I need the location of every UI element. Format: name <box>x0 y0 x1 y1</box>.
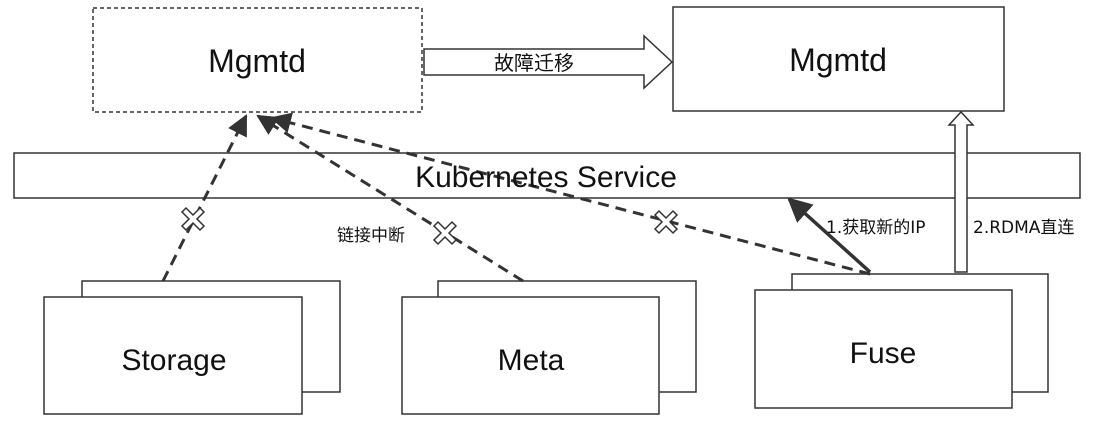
rdma-direct-arrow <box>947 110 975 273</box>
mgmtd-new-label: Mgmtd <box>789 42 887 78</box>
broken-link-cross-icon <box>653 209 679 235</box>
mgmtd-old-node: Mgmtd <box>92 7 423 113</box>
storage-broken-connection <box>161 114 248 282</box>
fuse-broken-connection <box>269 112 871 276</box>
mgmtd-old-label: Mgmtd <box>208 43 306 79</box>
fuse-node: Fuse <box>754 273 1049 409</box>
meta-broken-connection <box>256 114 524 283</box>
kubernetes-service-bar <box>13 152 1081 199</box>
kubernetes-service-label: Kubernetes Service <box>415 161 677 194</box>
connection-broken-label: 链接中断 <box>337 226 405 246</box>
broken-link-cross-icon <box>432 220 458 246</box>
storage-node: Storage <box>43 280 341 415</box>
get-new-ip-arrow <box>787 197 872 274</box>
mgmtd-new-node: Mgmtd <box>672 6 1005 112</box>
failover-arrow: 故障迁移 <box>423 34 674 90</box>
broken-link-cross-icon <box>180 206 206 232</box>
meta-node: Meta <box>401 280 697 415</box>
storage-label: Storage <box>121 344 226 377</box>
rdma-direct-label: 2.RDMA直连 <box>973 218 1074 238</box>
fuse-label: Fuse <box>850 337 917 370</box>
get-new-ip-label: 1.获取新的IP <box>826 218 926 238</box>
meta-label: Meta <box>498 344 565 377</box>
failover-label: 故障迁移 <box>494 51 574 75</box>
